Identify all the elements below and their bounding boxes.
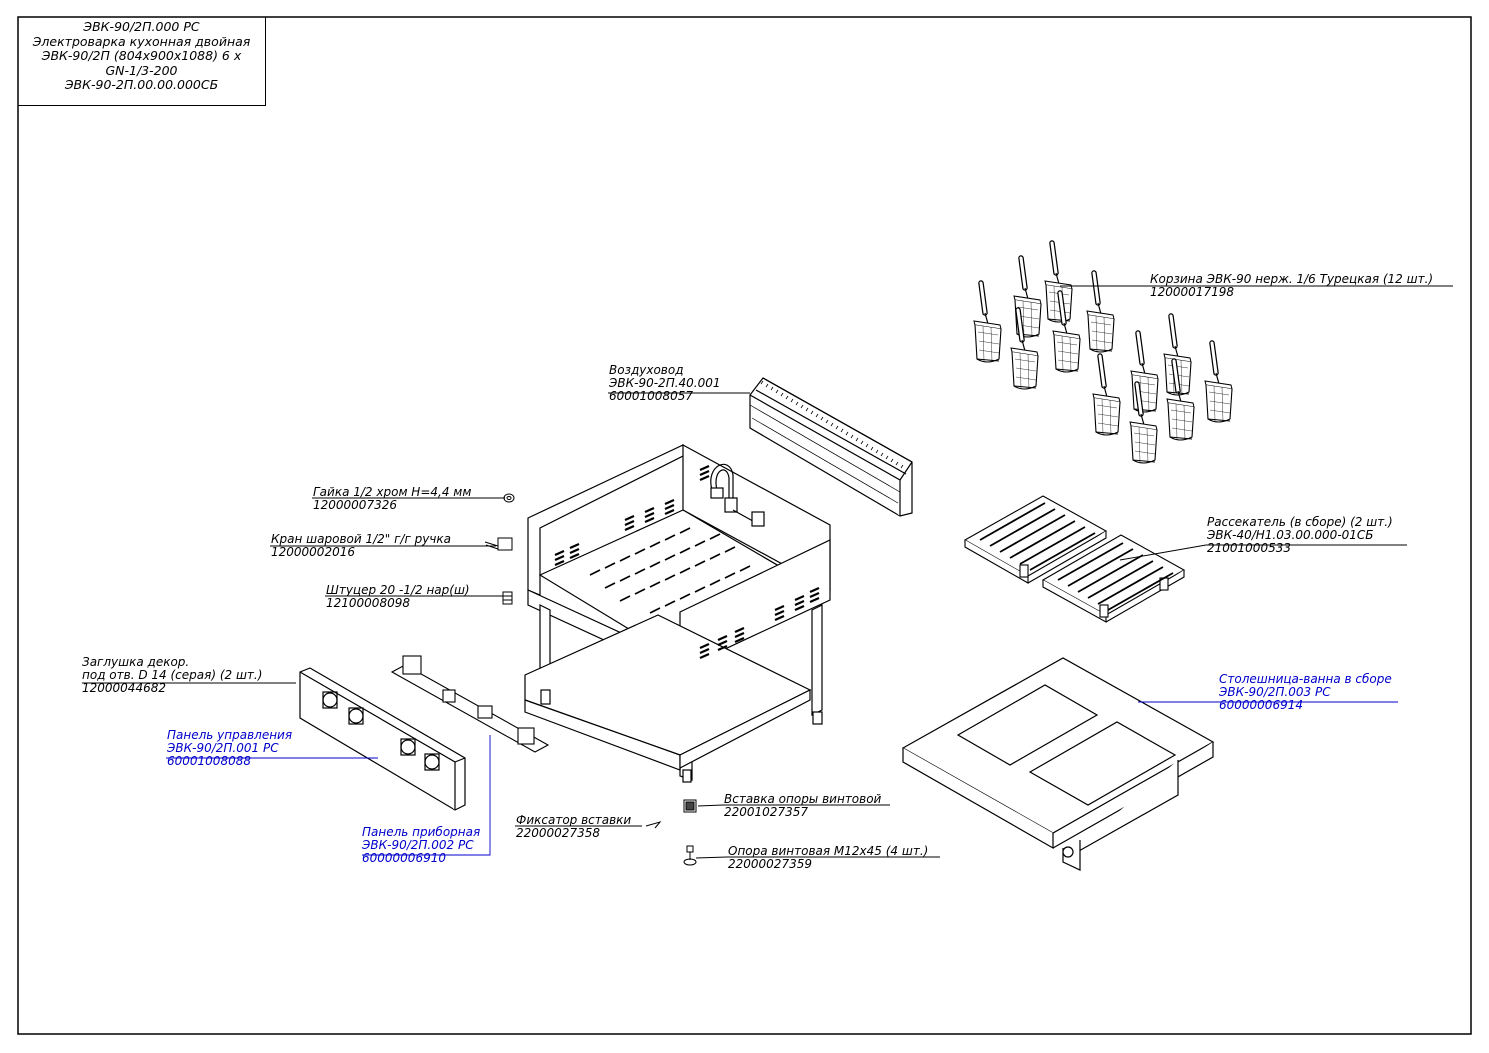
part-name: Панель управления xyxy=(167,728,293,742)
part-drawing: ЭВК-90/2П.001 РС xyxy=(167,741,279,755)
part-name: Кран шаровой 1/2" г/г ручка xyxy=(271,532,451,546)
air-duct-slots xyxy=(760,380,904,469)
part-code: 60001008088 xyxy=(167,754,251,768)
part-name: Гайка 1/2 хром Н=4,4 мм xyxy=(313,485,472,499)
leader-lines-blue xyxy=(166,701,1398,856)
part-name: Опора винтовая М12х45 (4 шт.) xyxy=(728,844,929,858)
part-name-2: под отв. D 14 (серая) (2 шт.) xyxy=(82,668,263,682)
part-code: 12000044682 xyxy=(82,681,166,695)
callout-air-duct: Воздуховод ЭВК-90-2П.40.001 60001008057 xyxy=(609,364,721,403)
support-insert-part xyxy=(683,799,697,813)
part-drawing: ЭВК-90-2П.40.001 xyxy=(609,376,721,390)
part-drawing: ЭВК-90/2П.002 РС xyxy=(362,838,474,852)
part-code: 60000006914 xyxy=(1219,698,1303,712)
part-code: 12000007326 xyxy=(313,498,397,512)
callout-diffuser: Рассекатель (в сборе) (2 шт.) ЭВК-40/Н1.… xyxy=(1207,516,1393,555)
title-line: GN-1/3-200 xyxy=(105,62,178,78)
callout-instrument-panel: Панель приборная ЭВК-90/2П.002 РС 600000… xyxy=(362,826,480,865)
part-code: 22000027359 xyxy=(728,857,812,871)
callout-nut: Гайка 1/2 хром Н=4,4 мм 12000007326 xyxy=(313,486,471,512)
callout-support-insert: Вставка опоры винтовой 22001027357 xyxy=(724,793,881,819)
part-code: 60001008057 xyxy=(609,389,693,403)
part-code: 12000017198 xyxy=(1150,285,1234,299)
callout-ball-valve: Кран шаровой 1/2" г/г ручка 12000002016 xyxy=(271,533,451,559)
nut-part xyxy=(503,493,515,503)
tabletop-part xyxy=(901,657,1215,871)
title-block: ЭВК-90/2П.000 РС Электроварка кухонная д… xyxy=(18,17,266,106)
part-drawing: ЭВК-90/2П.003 РС xyxy=(1219,685,1331,699)
part-code: 22001027357 xyxy=(724,805,808,819)
title-line: ЭВК-90/2П.000 РС xyxy=(83,19,200,34)
main-frame xyxy=(524,443,831,783)
part-name: Рассекатель (в сборе) (2 шт.) xyxy=(1207,515,1393,529)
callout-plug: Заглушка декор. под отв. D 14 (серая) (2… xyxy=(82,656,262,695)
callout-basket: Корзина ЭВК-90 нерж. 1/6 Турецкая (12 шт… xyxy=(1150,273,1433,299)
screw-support-part xyxy=(683,845,697,866)
part-name: Воздуховод xyxy=(609,363,684,377)
part-code: 12000002016 xyxy=(271,545,355,559)
part-name: Столешница-ванна в сборе xyxy=(1219,672,1392,686)
callout-fitting: Штуцер 20 -1/2 нар(ш) 12100008098 xyxy=(326,584,470,610)
part-name: Вставка опоры винтовой xyxy=(724,792,882,806)
part-name: Панель приборная xyxy=(362,825,481,839)
part-name: Штуцер 20 -1/2 нар(ш) xyxy=(326,583,470,597)
part-code: 12100008098 xyxy=(326,596,410,610)
callout-control-panel: Панель управления ЭВК-90/2П.001 РС 60001… xyxy=(167,729,292,768)
part-name: Заглушка декор. xyxy=(82,655,190,669)
insert-lock-part xyxy=(645,821,662,829)
callout-tabletop: Столешница-ванна в сборе ЭВК-90/2П.003 Р… xyxy=(1219,673,1392,712)
title-line: ЭВК-90-2П.00.00.000СБ xyxy=(64,77,219,92)
part-code: 60000006910 xyxy=(362,851,446,865)
title-line: ЭВК-90/2П (804х900х1088) 6 х xyxy=(41,48,242,63)
part-name: Фиксатор вставки xyxy=(516,813,632,827)
callout-screw-support: Опора винтовая М12х45 (4 шт.) 2200002735… xyxy=(728,845,928,871)
part-code: 21001000533 xyxy=(1207,541,1291,555)
water-inlet-pipe xyxy=(710,463,765,527)
title-line: Электроварка кухонная двойная xyxy=(32,33,251,49)
tray-slots xyxy=(589,527,751,614)
instrument-panel-part xyxy=(390,655,550,753)
part-code: 22000027358 xyxy=(516,826,600,840)
part-drawing: ЭВК-40/Н1.03.00.000-01СБ xyxy=(1207,528,1374,542)
callout-insert-lock: Фиксатор вставки 22000027358 xyxy=(516,814,631,840)
diffuser-grid xyxy=(979,502,1174,611)
leader-lines xyxy=(82,285,1453,859)
fitting-part xyxy=(502,591,513,605)
ball-valve-part xyxy=(484,537,513,551)
diffuser-part-1 xyxy=(963,495,1108,584)
sheet-frame xyxy=(17,16,1472,1035)
control-panel-part xyxy=(299,667,466,811)
air-duct-part xyxy=(749,377,913,517)
part-name: Корзина ЭВК-90 нерж. 1/6 Турецкая (12 шт… xyxy=(1150,272,1434,286)
